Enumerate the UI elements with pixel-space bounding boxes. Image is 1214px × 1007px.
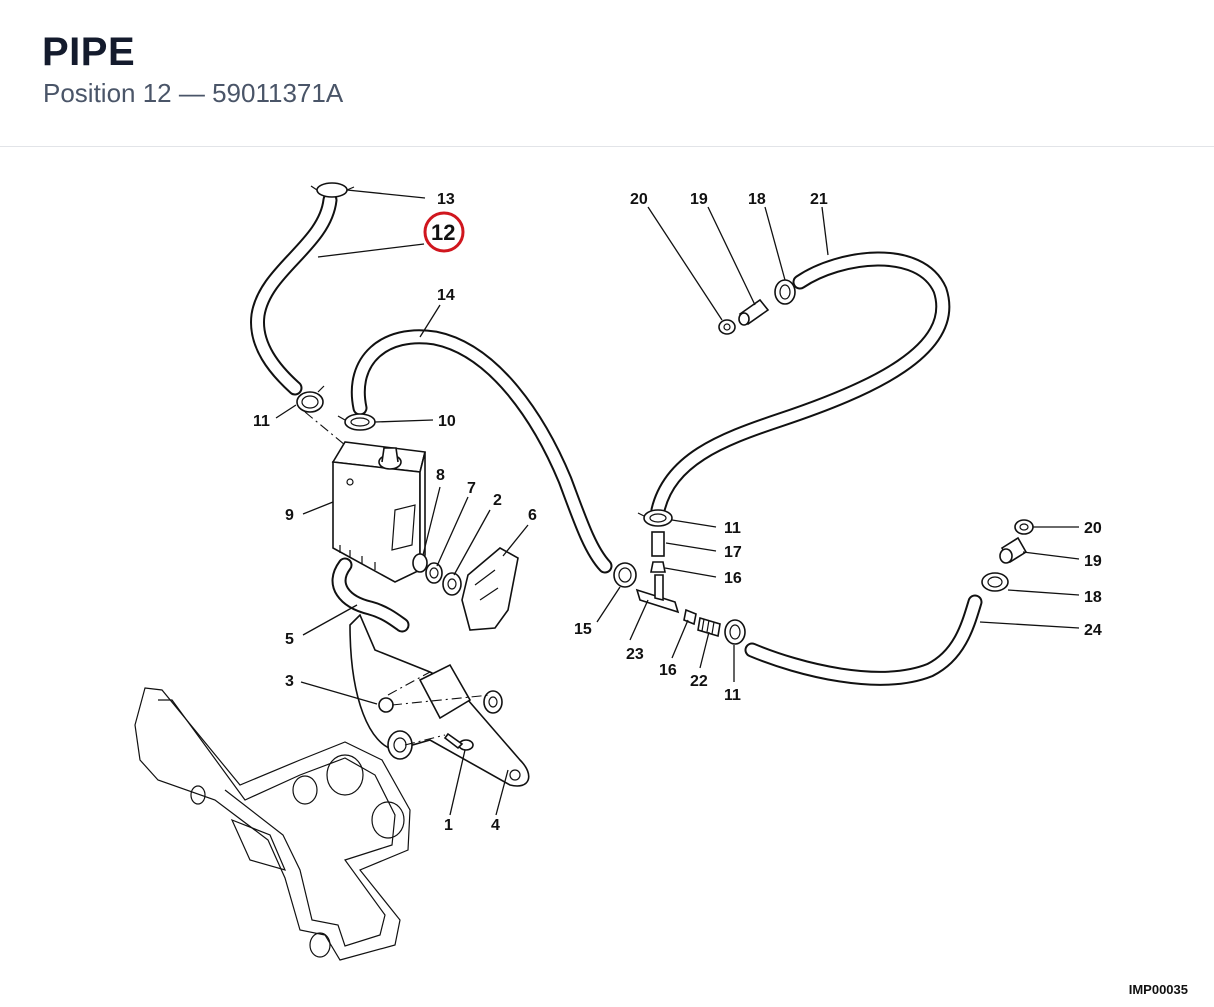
assembly-line-4 — [404, 734, 446, 746]
label-24[interactable]: 24 — [1084, 622, 1102, 639]
label-4[interactable]: 4 — [491, 817, 500, 834]
clamp-10 — [337, 413, 376, 431]
highlight-circle-12 — [423, 211, 465, 253]
label-21[interactable]: 21 — [810, 191, 828, 208]
tee-23 — [635, 574, 680, 614]
clamp-15 — [613, 562, 637, 588]
valve-19-right — [999, 536, 1028, 564]
label-13[interactable]: 13 — [437, 191, 455, 208]
valve-19-top — [738, 298, 770, 326]
clamp-11-right — [724, 619, 746, 645]
label-6[interactable]: 6 — [528, 507, 537, 524]
pipe-5 — [331, 557, 410, 633]
label-3[interactable]: 3 — [285, 673, 294, 690]
label-10[interactable]: 10 — [438, 413, 456, 430]
label-12-highlighted[interactable]: 12 — [431, 220, 455, 245]
label-9[interactable]: 9 — [285, 507, 294, 524]
pipe-24 — [744, 594, 983, 686]
label-16-top[interactable]: 16 — [724, 570, 742, 587]
label-14[interactable]: 14 — [437, 287, 455, 304]
part-7 — [425, 562, 443, 584]
clamp-11-center — [637, 509, 673, 527]
clamp-18-top — [774, 279, 796, 305]
diagram-reference-code: IMP00035 — [1128, 982, 1188, 997]
bolt-1 — [443, 732, 474, 751]
label-11-left[interactable]: 11 — [253, 413, 270, 430]
label-11-right[interactable]: 11 — [724, 687, 741, 704]
label-18-top[interactable]: 18 — [748, 191, 766, 208]
page-title: PIPE — [42, 30, 136, 74]
clamp-11-left — [296, 385, 325, 413]
leader-lines — [275, 189, 1080, 816]
label-19-top[interactable]: 19 — [690, 191, 708, 208]
part-3 — [378, 697, 394, 713]
label-22[interactable]: 22 — [690, 673, 708, 690]
pipe-21 — [650, 251, 951, 518]
spring-17 — [651, 531, 665, 557]
part-2 — [442, 572, 462, 596]
page-header: PIPE Position 12 — 59011371A — [0, 0, 1214, 147]
label-7[interactable]: 7 — [467, 480, 476, 497]
label-23[interactable]: 23 — [626, 646, 644, 663]
label-1[interactable]: 1 — [444, 817, 453, 834]
label-15[interactable]: 15 — [574, 621, 592, 638]
washer-20-right — [1014, 519, 1034, 535]
page-subtitle: Position 12 — 59011371A — [43, 78, 344, 108]
label-2[interactable]: 2 — [493, 492, 502, 509]
bracket-6 — [461, 547, 519, 631]
part-labels: 13 12 14 11 10 9 8 7 2 6 5 3 1 4 20 19 1… — [253, 191, 1102, 834]
fitting-16-top — [650, 561, 666, 573]
label-20-top[interactable]: 20 — [630, 191, 648, 208]
pipe-12[interactable] — [250, 192, 338, 396]
pipe-14 — [350, 329, 613, 574]
label-16-bottom[interactable]: 16 — [659, 662, 677, 679]
parts-diagram: 13 12 14 11 10 9 8 7 2 6 5 3 1 4 20 19 1… — [134, 182, 1102, 961]
washer-20-top — [718, 319, 736, 335]
assembly-line-2 — [387, 671, 431, 696]
fitting-16-bottom — [683, 608, 697, 626]
clamp-18-right — [981, 572, 1009, 592]
assembly-line-3 — [391, 694, 491, 706]
label-17[interactable]: 17 — [724, 544, 742, 561]
grommets — [387, 690, 503, 760]
spring-22 — [697, 616, 721, 638]
label-20-right[interactable]: 20 — [1084, 520, 1102, 537]
label-8[interactable]: 8 — [436, 467, 445, 484]
label-18-right[interactable]: 18 — [1084, 589, 1102, 606]
label-5[interactable]: 5 — [285, 631, 294, 648]
frame — [134, 687, 411, 961]
part-8 — [412, 553, 428, 573]
canister-9 — [331, 441, 426, 583]
label-11-center[interactable]: 11 — [724, 520, 741, 537]
label-19-right[interactable]: 19 — [1084, 553, 1102, 570]
assembly-line-1 — [304, 411, 346, 446]
